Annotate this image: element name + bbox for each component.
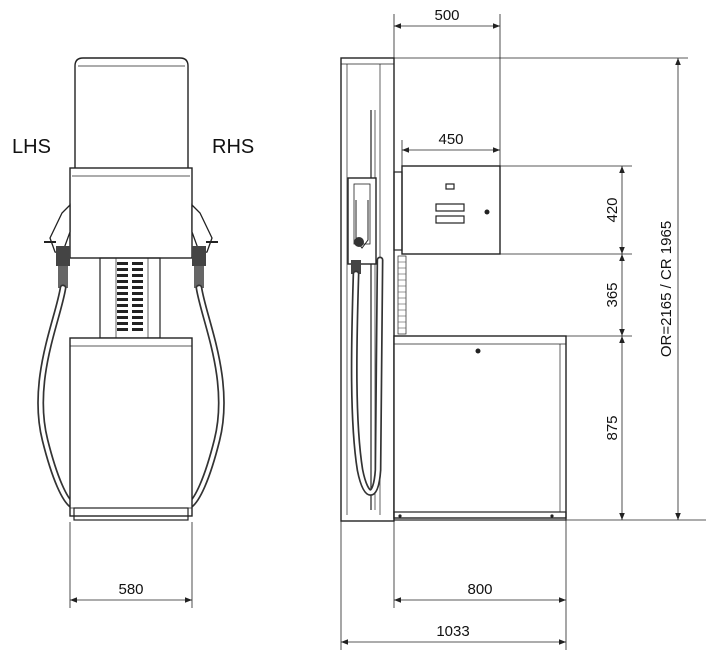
dim-mid-height: 365 — [604, 282, 621, 307]
front-hoses — [37, 284, 225, 509]
side-hose — [350, 256, 384, 496]
dim-head-depth: 450 — [438, 131, 463, 148]
dim-total-depth: 1033 — [436, 623, 469, 640]
dim-top-depth: 500 — [434, 7, 459, 24]
rhs-nozzle-icon — [191, 203, 218, 288]
side-base-cabinet — [393, 335, 567, 519]
front-head — [69, 167, 193, 259]
front-canopy — [74, 57, 189, 171]
dim-front-width: 580 — [118, 581, 143, 598]
front-vent-grille — [117, 262, 143, 331]
front-view: LHS RHS 580 — [12, 57, 254, 608]
dim-base-height: 875 — [604, 415, 621, 440]
rhs-label: RHS — [212, 136, 254, 158]
display-slot — [445, 183, 455, 190]
side-view — [340, 57, 567, 522]
front-column — [99, 257, 161, 339]
side-dimensions: 500 450 420 365 875 OR=2165 / CR 1965 80… — [340, 7, 706, 650]
lhs-label: LHS — [12, 136, 51, 158]
dim-head-height: 420 — [604, 197, 621, 222]
dim-total-height: OR=2165 / CR 1965 — [658, 221, 675, 357]
side-nozzle-icon — [347, 177, 377, 274]
side-column — [340, 57, 395, 522]
front-base-cabinet — [69, 337, 193, 517]
side-head-box — [401, 165, 501, 255]
lhs-nozzle-icon — [44, 203, 71, 288]
dim-base-depth: 800 — [467, 581, 492, 598]
